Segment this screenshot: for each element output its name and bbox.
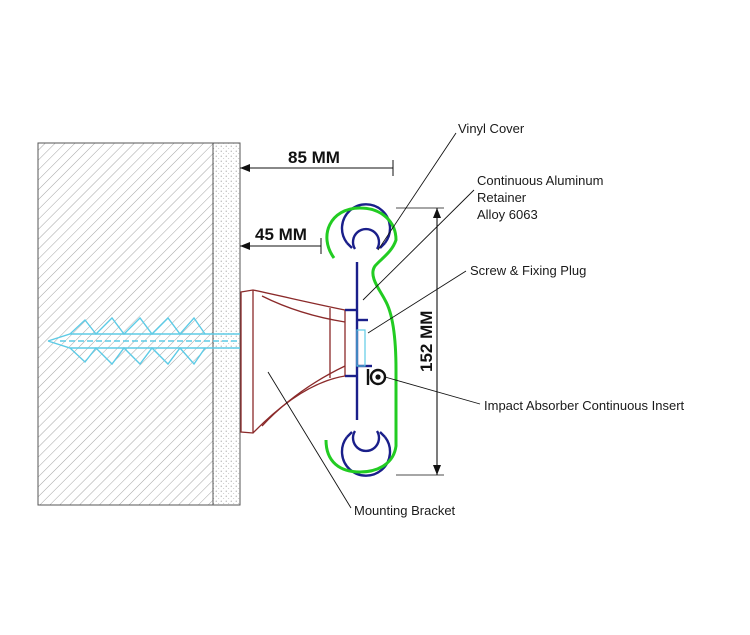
- leader-lines: [267, 132, 481, 509]
- dimension-85mm: 85 MM: [240, 148, 394, 176]
- label-vinyl-cover: Vinyl Cover: [458, 121, 525, 136]
- vinyl-cover: [324, 206, 398, 474]
- dim-85mm-label: 85 MM: [288, 148, 340, 167]
- dim-152mm-label: 152 MM: [417, 311, 436, 372]
- aluminum-retainer: [340, 203, 392, 477]
- label-retainer-line3: Alloy 6063: [477, 207, 538, 222]
- dimension-45mm: 45 MM: [240, 225, 322, 254]
- label-mounting-bracket: Mounting Bracket: [354, 503, 456, 518]
- dim-45mm-label: 45 MM: [255, 225, 307, 244]
- fixing-plug: [47, 316, 240, 366]
- label-screw-plug: Screw & Fixing Plug: [470, 263, 586, 278]
- wall: [37, 142, 214, 506]
- mounting-bracket: [240, 289, 346, 434]
- label-retainer-line2: Retainer: [477, 190, 527, 205]
- screw: [356, 329, 366, 367]
- dimension-152mm: 152 MM: [396, 207, 444, 476]
- plaster-layer: [212, 142, 241, 506]
- label-impact-absorber: Impact Absorber Continuous Insert: [484, 398, 685, 413]
- label-retainer-line1: Continuous Aluminum: [477, 173, 603, 188]
- impact-absorber: [366, 368, 387, 386]
